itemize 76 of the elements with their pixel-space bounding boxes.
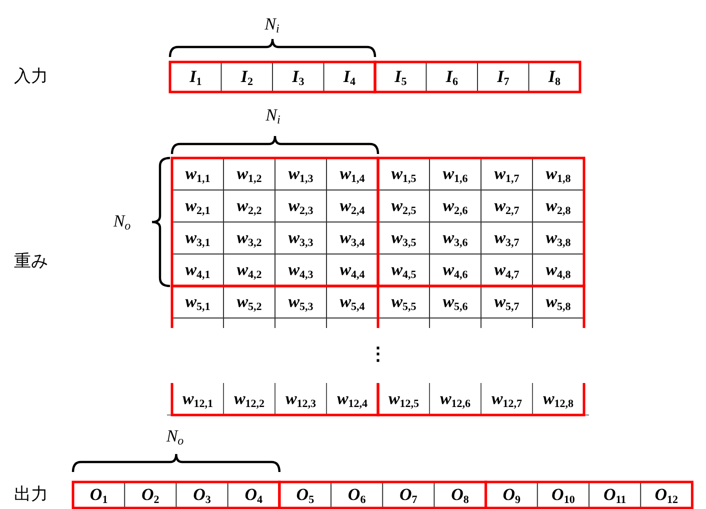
weight-value: w$_{5,7}$ bbox=[494, 293, 520, 313]
output-value: O$_{12}$ bbox=[654, 486, 678, 506]
input-value: I$_{1}$ bbox=[190, 68, 202, 88]
ellipsis-mark: ⋮ bbox=[369, 345, 387, 363]
weight-value: w$_{4,3}$ bbox=[288, 261, 314, 281]
weight-value: w$_{12,6}$ bbox=[440, 390, 471, 410]
weight-value: w$_{4,1}$ bbox=[185, 261, 210, 281]
weight-value: w$_{4,2}$ bbox=[236, 261, 262, 281]
weight-value: w$_{5,8}$ bbox=[546, 293, 571, 313]
dimension-label: N$_{o}$ bbox=[113, 212, 131, 232]
weight-value: w$_{12,7}$ bbox=[491, 390, 522, 410]
input-value: I$_{2}$ bbox=[240, 68, 253, 88]
output-value: O$_{5}$ bbox=[296, 486, 314, 506]
row-heading: 入力 bbox=[14, 68, 48, 86]
weight-value: w$_{1,8}$ bbox=[546, 165, 571, 185]
input-value: I$_{8}$ bbox=[548, 68, 560, 88]
weight-value: w$_{12,4}$ bbox=[336, 390, 368, 410]
weight-value: w$_{1,3}$ bbox=[288, 165, 314, 185]
output-value: O$_{8}$ bbox=[451, 486, 469, 506]
weight-value: w$_{12,8}$ bbox=[542, 390, 574, 410]
input-value: I$_{6}$ bbox=[446, 68, 458, 88]
output-value: O$_{11}$ bbox=[603, 486, 626, 506]
weight-value: w$_{3,3}$ bbox=[288, 229, 314, 249]
output-value: O$_{10}$ bbox=[552, 486, 575, 506]
weight-value: w$_{5,5}$ bbox=[391, 293, 416, 313]
weight-value: w$_{1,4}$ bbox=[340, 165, 365, 185]
weight-value: w$_{1,6}$ bbox=[442, 165, 468, 185]
weight-value: w$_{1,2}$ bbox=[236, 165, 262, 185]
output-value: O$_{3}$ bbox=[193, 486, 211, 506]
dimension-label: N$_{o}$ bbox=[166, 428, 184, 446]
weight-value: w$_{2,3}$ bbox=[288, 197, 314, 217]
output-value: O$_{2}$ bbox=[142, 486, 160, 506]
weight-value: w$_{4,5}$ bbox=[391, 261, 416, 281]
dimension-label: N$_{i}$ bbox=[264, 16, 280, 34]
row-heading: 出力 bbox=[14, 486, 48, 504]
input-value: I$_{7}$ bbox=[497, 68, 510, 88]
weight-value: w$_{3,2}$ bbox=[236, 229, 262, 249]
weight-value: w$_{2,5}$ bbox=[391, 197, 416, 217]
input-value: I$_{4}$ bbox=[343, 68, 356, 88]
weight-value: w$_{12,1}$ bbox=[182, 390, 214, 410]
weight-value: w$_{4,8}$ bbox=[546, 261, 571, 281]
weight-value: w$_{4,4}$ bbox=[340, 261, 365, 281]
weight-value: w$_{2,7}$ bbox=[494, 197, 520, 217]
weight-value: w$_{3,5}$ bbox=[391, 229, 416, 249]
weight-value: w$_{4,6}$ bbox=[442, 261, 468, 281]
weight-value: w$_{3,7}$ bbox=[494, 229, 520, 249]
weight-value: w$_{3,6}$ bbox=[442, 229, 468, 249]
weight-value: w$_{12,5}$ bbox=[388, 390, 420, 410]
weight-value: w$_{1,1}$ bbox=[185, 165, 210, 185]
weight-value: w$_{3,4}$ bbox=[340, 229, 365, 249]
weight-value: w$_{5,3}$ bbox=[288, 293, 314, 313]
weight-value: w$_{3,1}$ bbox=[185, 229, 210, 249]
weight-value: w$_{3,8}$ bbox=[546, 229, 571, 249]
input-value: I$_{3}$ bbox=[292, 68, 304, 88]
weight-value: w$_{1,5}$ bbox=[391, 165, 416, 185]
row-heading: 重み bbox=[14, 254, 48, 270]
weight-value: w$_{2,8}$ bbox=[546, 197, 571, 217]
weight-value: w$_{12,2}$ bbox=[234, 390, 265, 410]
dimension-label: N$_{i}$ bbox=[266, 106, 280, 126]
weight-value: w$_{5,4}$ bbox=[340, 293, 365, 313]
weight-value: w$_{5,1}$ bbox=[185, 293, 210, 313]
weight-value: w$_{5,6}$ bbox=[442, 293, 468, 313]
output-value: O$_{6}$ bbox=[348, 486, 366, 506]
weight-value: w$_{4,7}$ bbox=[494, 261, 520, 281]
input-value: I$_{5}$ bbox=[394, 68, 407, 88]
weight-value: w$_{2,6}$ bbox=[442, 197, 468, 217]
output-value: O$_{4}$ bbox=[244, 486, 262, 506]
weight-value: w$_{2,2}$ bbox=[236, 197, 262, 217]
weight-value: w$_{1,7}$ bbox=[494, 165, 520, 185]
output-value: O$_{9}$ bbox=[502, 486, 520, 506]
output-value: O$_{7}$ bbox=[400, 486, 418, 506]
weight-value: w$_{2,1}$ bbox=[185, 197, 210, 217]
weight-value: w$_{12,3}$ bbox=[285, 390, 316, 410]
weight-value: w$_{5,2}$ bbox=[236, 293, 262, 313]
weight-value: w$_{2,4}$ bbox=[340, 197, 365, 217]
output-value: O$_{1}$ bbox=[90, 486, 108, 506]
